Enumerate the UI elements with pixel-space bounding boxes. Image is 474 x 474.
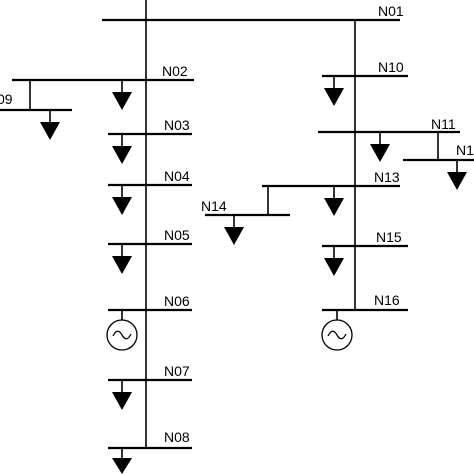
node-label-n04: N04 [164, 168, 190, 184]
ac-generator-icon [321, 319, 353, 351]
load-arrow-icon [112, 458, 132, 474]
load-arrow-icon [112, 392, 132, 410]
load-arrow-icon [324, 88, 344, 106]
node-label-n05: N05 [164, 227, 190, 243]
load-arrow-icon [112, 197, 132, 215]
load-arrow-icon [324, 198, 344, 216]
node-label-n08: N08 [164, 429, 190, 445]
load-arrow-icon [40, 122, 60, 140]
node-label-n14: N14 [201, 198, 227, 214]
node-label-n01: N01 [378, 3, 404, 19]
node-label-n13: N13 [374, 169, 400, 185]
node-label-n07: N07 [164, 363, 190, 379]
node-label-n16: N16 [374, 292, 400, 308]
load-arrow-icon [112, 256, 132, 274]
load-arrow-icon [112, 146, 132, 164]
node-label-n06: N06 [164, 293, 190, 309]
node-label-n03: N03 [164, 117, 190, 133]
load-arrow-icon [224, 227, 244, 245]
ac-generator-icon [106, 319, 138, 351]
load-arrow-icon [324, 258, 344, 276]
load-arrow-icon [447, 172, 467, 190]
load-arrow-icon [370, 144, 390, 162]
node-label-n11: N11 [431, 116, 456, 132]
node-label-n12: N1 [456, 142, 474, 158]
node-label-n02: N02 [162, 63, 188, 79]
node-label-n10: N10 [378, 59, 404, 75]
load-arrow-icon [112, 92, 132, 110]
node-label-n09: 09 [0, 91, 13, 107]
node-label-n15: N15 [376, 229, 402, 245]
